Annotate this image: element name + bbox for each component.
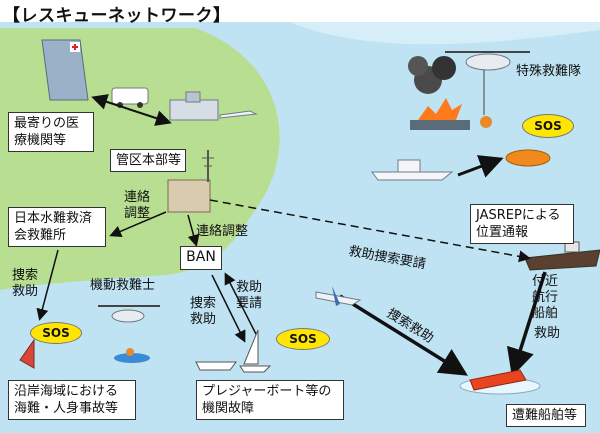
label-distressed-ship: 遭難船舶等 bbox=[506, 404, 586, 427]
label-liaison: 連絡調整 bbox=[124, 190, 151, 221]
label-nearby-ship: 付近航行船舶 bbox=[532, 274, 559, 321]
rescue-helicopter-icon bbox=[98, 305, 160, 323]
cargo-ship-icon bbox=[524, 241, 600, 271]
label-search-rescue-left: 捜索救助 bbox=[12, 268, 39, 299]
ban-box: BAN bbox=[180, 246, 222, 270]
label-medical: 最寄りの医療機関等 bbox=[8, 112, 94, 152]
sos-badge-raft: SOS bbox=[522, 114, 574, 138]
hq-building-icon bbox=[167, 150, 214, 213]
search-request-dashed-line bbox=[209, 199, 531, 263]
sos-badge-pleasure: SOS bbox=[276, 328, 330, 350]
label-pleasure-boat: プレジャーボート等の機関故障 bbox=[196, 380, 344, 420]
label-mobile-rescue: 機動救難士 bbox=[90, 278, 156, 293]
life-raft-icon bbox=[505, 149, 551, 167]
label-special-rescue: 特殊救難隊 bbox=[516, 64, 582, 79]
air-base-icon bbox=[169, 91, 258, 121]
ban-to-boat-arrow bbox=[211, 274, 246, 343]
sailboat-icon bbox=[239, 329, 272, 373]
sos-badge-coastal: SOS bbox=[30, 322, 82, 344]
label-hq: 管区本部等 bbox=[110, 149, 186, 172]
label-liaison-2: 連絡調整 bbox=[196, 224, 249, 239]
label-rescue-request: 救助要請 bbox=[236, 280, 263, 311]
motorboat-icon bbox=[195, 361, 237, 371]
sea-shade bbox=[290, 22, 600, 45]
label-rescue-right: 救助 bbox=[534, 326, 561, 341]
label-search-rescue-mid: 捜索救助 bbox=[190, 296, 217, 327]
windsurfer-icon bbox=[19, 338, 35, 369]
water-rescue-to-coastal-arrow bbox=[36, 249, 59, 321]
patrol-vessel-icon bbox=[371, 159, 454, 181]
hq-to-ban-arrow bbox=[187, 214, 200, 247]
label-coastal: 沿岸海域における海難・人身事故等 bbox=[8, 380, 136, 420]
label-japan-water-rescue: 日本水難救済会救難所 bbox=[8, 207, 106, 247]
hq-to-water-rescue-arrow bbox=[109, 211, 167, 237]
burning-ship-icon bbox=[408, 56, 470, 130]
aircraft-icon bbox=[315, 286, 362, 306]
capsized-ship-icon bbox=[459, 369, 541, 395]
diver-icon bbox=[114, 348, 150, 363]
hospital-link-arrow bbox=[91, 94, 172, 126]
plane-to-distressed-arrow bbox=[339, 294, 468, 376]
helicopter-icon bbox=[445, 51, 530, 128]
vessel-to-raft-arrow bbox=[457, 155, 504, 178]
page-title: 【レスキューネットワーク】 bbox=[3, 6, 231, 26]
ship-to-distressed-arrow bbox=[506, 271, 547, 377]
label-jasrep: JASREPによる位置通報 bbox=[470, 204, 574, 244]
hospital-icon bbox=[41, 39, 89, 101]
boat-to-ban-arrow bbox=[224, 272, 259, 339]
